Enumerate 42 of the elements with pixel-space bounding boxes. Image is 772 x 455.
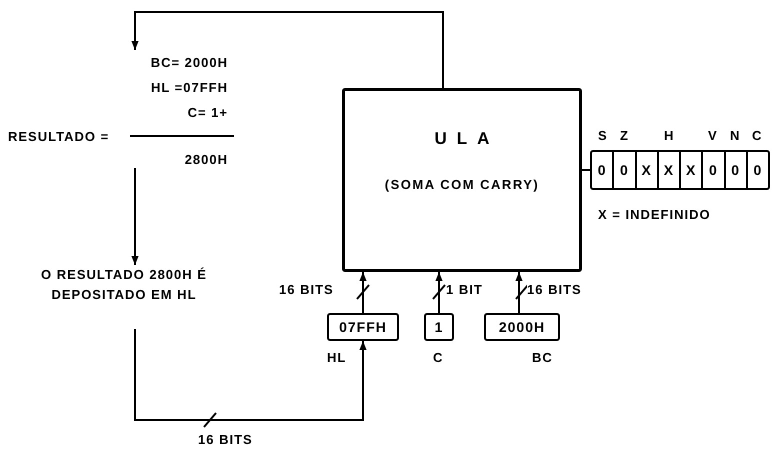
arrow bbox=[359, 272, 367, 313]
arrow bbox=[131, 11, 444, 88]
flag-name: N bbox=[730, 128, 740, 143]
flag-cell: X bbox=[679, 152, 702, 188]
flag-cell: X bbox=[656, 152, 679, 188]
calculation-line: RESULTADO = bbox=[8, 128, 110, 144]
flag-cell-text: 0 bbox=[596, 161, 608, 180]
alu-block bbox=[342, 88, 582, 272]
register-box: 2000H bbox=[484, 313, 560, 341]
alu-title: ULA bbox=[434, 129, 500, 149]
flag-name: C bbox=[752, 128, 762, 143]
arrow bbox=[435, 272, 443, 313]
flag-cell: X bbox=[634, 152, 657, 188]
flag-cell: 0 bbox=[746, 152, 768, 188]
connector-line bbox=[582, 169, 590, 171]
register-name: HL bbox=[327, 350, 346, 365]
edge-label: 16 BITS bbox=[527, 282, 582, 297]
calculation-line: BC= 2000H bbox=[150, 54, 229, 72]
register-box: 1 bbox=[424, 313, 454, 341]
flag-name: V bbox=[708, 128, 718, 143]
register-name: C bbox=[433, 350, 444, 365]
flag-register bbox=[590, 150, 770, 190]
register-box: 07FFH bbox=[327, 313, 399, 341]
result-note: O RESULTADO 2800H É DEPOSITADO EM HL bbox=[6, 265, 242, 309]
edge-label: 16 BITS bbox=[279, 282, 334, 297]
flag-name: S bbox=[598, 128, 608, 143]
calculation-line: HL =07FFH bbox=[150, 79, 229, 97]
register-name: BC bbox=[532, 350, 553, 365]
edge-label: 1 BIT bbox=[446, 282, 483, 297]
legend-note: X = INDEFINIDO bbox=[598, 207, 711, 222]
arrow bbox=[515, 272, 523, 313]
calculation-line: C= 1+ bbox=[186, 104, 229, 122]
calculation-result: 2800H bbox=[184, 151, 229, 169]
flag-name: Z bbox=[620, 128, 629, 143]
flag-cell: 0 bbox=[612, 152, 634, 188]
alu-subtitle: (SOMA COM CARRY) bbox=[384, 177, 540, 192]
flag-cell: 0 bbox=[701, 152, 724, 188]
edge-label: 16 BITS bbox=[198, 432, 253, 447]
arrow bbox=[134, 329, 367, 421]
flag-name: H bbox=[664, 128, 674, 143]
arrow bbox=[131, 168, 139, 265]
flag-cell: 0 bbox=[724, 152, 746, 188]
